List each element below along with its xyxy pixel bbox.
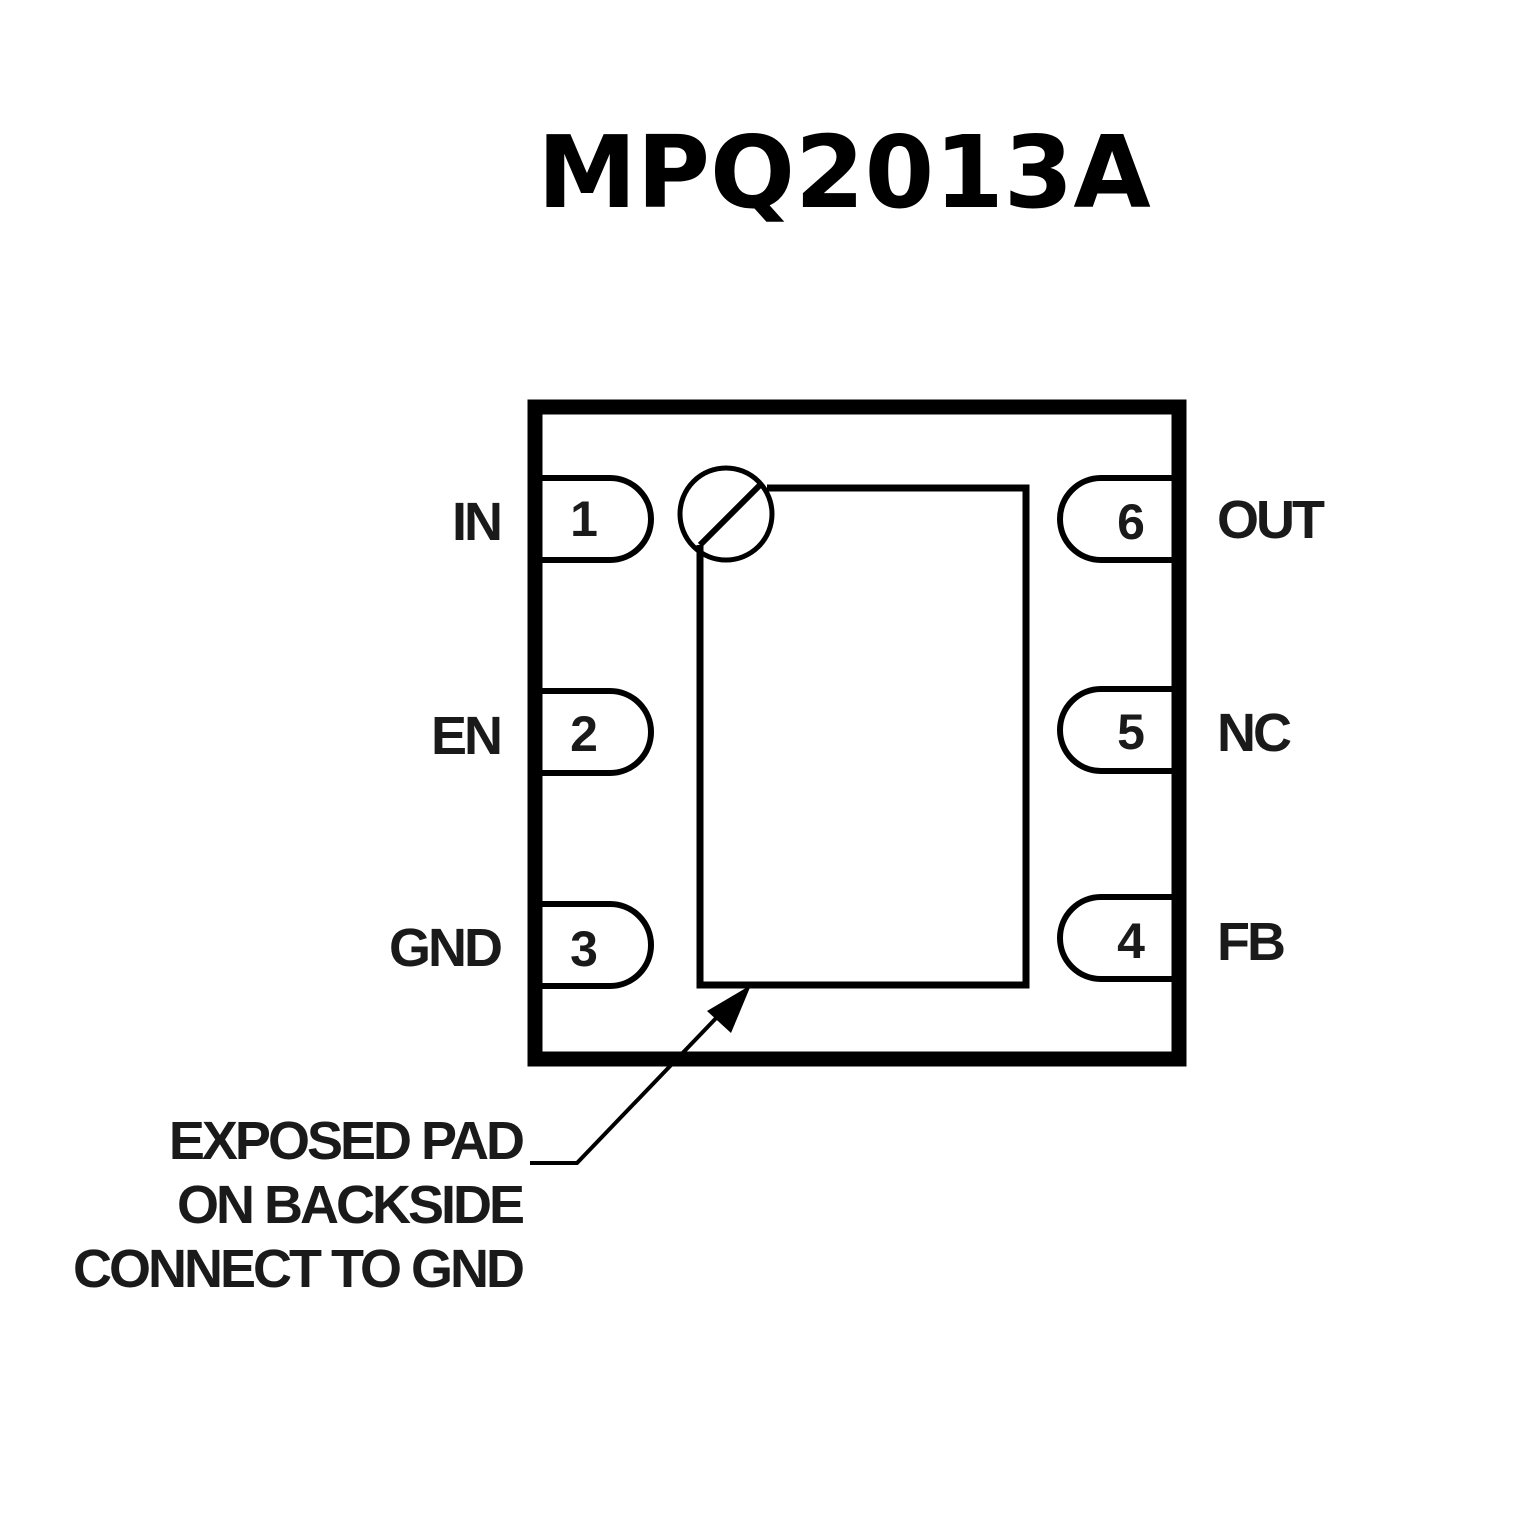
arrowhead-icon bbox=[707, 985, 751, 1033]
note-line-1: EXPOSED PAD bbox=[169, 1111, 523, 1171]
pin-2-name: EN bbox=[431, 706, 500, 766]
pin-3-name: GND bbox=[389, 918, 501, 978]
part-number-title: MPQ2013A bbox=[537, 114, 1151, 231]
pin-4: 4 FB bbox=[1057, 894, 1287, 982]
pin-4-number: 4 bbox=[1117, 913, 1145, 969]
pin-3-number: 3 bbox=[570, 921, 598, 977]
pin-4-name: FB bbox=[1217, 912, 1284, 972]
pin-3: 3 GND bbox=[389, 901, 654, 989]
pin-1: 1 IN bbox=[452, 475, 654, 563]
pin-1-name: IN bbox=[452, 492, 500, 552]
pin-2-number: 2 bbox=[570, 706, 598, 762]
pin-2: 2 EN bbox=[431, 688, 654, 776]
pin-1-number: 1 bbox=[570, 491, 598, 547]
pin-6-number: 6 bbox=[1117, 494, 1145, 550]
exposed-pad-leader-arrow bbox=[530, 985, 751, 1165]
pin-5-number: 5 bbox=[1117, 704, 1145, 760]
pin-5: 5 NC bbox=[1057, 686, 1294, 774]
pin-6-name: OUT bbox=[1217, 490, 1325, 550]
note-line-3: CONNECT TO GND bbox=[73, 1239, 523, 1299]
exposed-pad bbox=[696, 484, 1030, 989]
note-line-2: ON BACKSIDE bbox=[177, 1175, 523, 1235]
pin-6: 6 OUT bbox=[1057, 475, 1328, 563]
pin1-indicator-icon bbox=[677, 465, 775, 563]
package-outline bbox=[527, 399, 1187, 1067]
pin-5-name: NC bbox=[1217, 703, 1291, 763]
